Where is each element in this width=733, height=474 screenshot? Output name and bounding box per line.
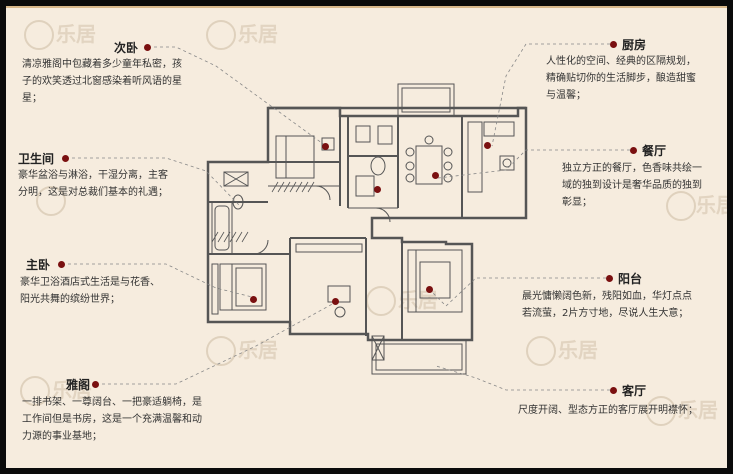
- lejiu-logo-icon: [646, 396, 676, 426]
- room-desc-ciwo-2: 子的欢笑透过北窗感染着听风语的星: [22, 76, 182, 87]
- room-desc-canting-1: 独立方正的餐厅，色香味共绘一: [562, 163, 702, 174]
- title-dot: [58, 261, 65, 268]
- watermark-text: 乐居: [238, 338, 278, 362]
- title-dot: [606, 275, 613, 282]
- room-title-yage: 雅阁: [66, 378, 91, 392]
- room-desc-zhuwo-1: 豪华卫浴酒店式生活是与花香、: [20, 277, 160, 288]
- room-desc-zhuwo-2: 阳光共舞的缤纷世界；: [20, 294, 120, 305]
- title-dot: [610, 41, 617, 48]
- lejiu-logo-icon: [36, 186, 66, 216]
- room-title-chufang: 厨房: [622, 38, 647, 52]
- watermark-text: 乐居: [238, 22, 278, 46]
- room-desc-yangtai-2: 若流萤，2片方寸地，尽说人生大意；: [522, 308, 689, 319]
- floorplan-board: 乐居 乐居 乐居 乐居 乐居 乐居 乐居 乐居: [6, 6, 727, 468]
- room-title-ciwo: 次卧: [114, 41, 139, 55]
- room-desc-keting-1: 尺度开阔、型态方正的客厅展开明襟怀；: [518, 405, 698, 416]
- watermark-text: 乐居: [52, 378, 92, 402]
- dot-chufang: [484, 142, 491, 149]
- watermark-text: 乐居: [696, 193, 727, 217]
- room-desc-chufang-1: 人性化的空间、经典的区隔规划，: [546, 56, 696, 67]
- title-dot: [62, 155, 69, 162]
- room-desc-ciwo-1: 清凉雅阁中包藏着多少童年私密，孩: [22, 59, 182, 70]
- room-title-weishengjian: 卫生间: [18, 152, 55, 166]
- room-title-keting: 客厅: [622, 384, 647, 398]
- room-desc-canting-3: 彰显；: [562, 197, 592, 208]
- title-dot: [144, 44, 151, 51]
- room-desc-yage-1: 一排书架、一尊阔台、一把豪适躺椅，是: [22, 397, 202, 408]
- dot-weishengjian: [374, 186, 381, 193]
- dot-canting: [432, 172, 439, 179]
- lejiu-logo-icon: [526, 336, 556, 366]
- dot-keting: [426, 286, 433, 293]
- room-title-zhuwo: 主卧: [26, 258, 51, 272]
- lejiu-logo-icon: [206, 336, 236, 366]
- room-desc-chufang-3: 与温馨；: [546, 90, 586, 101]
- room-desc-yangtai-1: 晨光慵懒阔色新，残阳如血，华灯点点: [522, 291, 692, 302]
- room-desc-yage-2: 工作间但是书房，这是一个充满温馨和动: [22, 414, 202, 425]
- lejiu-logo-icon: [24, 20, 54, 50]
- room-title-yangtai: 阳台: [618, 272, 643, 286]
- watermark-text: 乐居: [56, 22, 96, 46]
- watermark-text: 乐居: [678, 398, 718, 422]
- title-dot: [92, 381, 99, 388]
- watermark-text: 乐居: [558, 338, 598, 362]
- dot-ciwo: [322, 143, 329, 150]
- room-desc-ciwo-3: 星；: [22, 93, 42, 104]
- room-desc-weishengjian-1: 豪华盆浴与淋浴，干湿分离，主客: [18, 170, 168, 181]
- dot-zhuwo: [250, 296, 257, 303]
- lejiu-logo-icon: [666, 191, 696, 221]
- floor-plan-drawing: [62, 43, 630, 391]
- room-desc-chufang-2: 精确贴切你的生活脚步，酿造甜蜜: [546, 73, 696, 84]
- title-dot: [610, 387, 617, 394]
- dot-yage: [332, 298, 339, 305]
- room-desc-yage-3: 力源的事业基地；: [22, 431, 102, 442]
- room-desc-canting-2: 域的独到设计是奢华品质的独到: [562, 180, 702, 191]
- title-dot: [630, 147, 637, 154]
- room-desc-weishengjian-2: 分明，这是对总裁们基本的礼遇；: [18, 187, 168, 198]
- room-title-canting: 餐厅: [642, 144, 667, 158]
- lejiu-logo-icon: [206, 20, 236, 50]
- lejiu-logo-icon: [20, 376, 50, 406]
